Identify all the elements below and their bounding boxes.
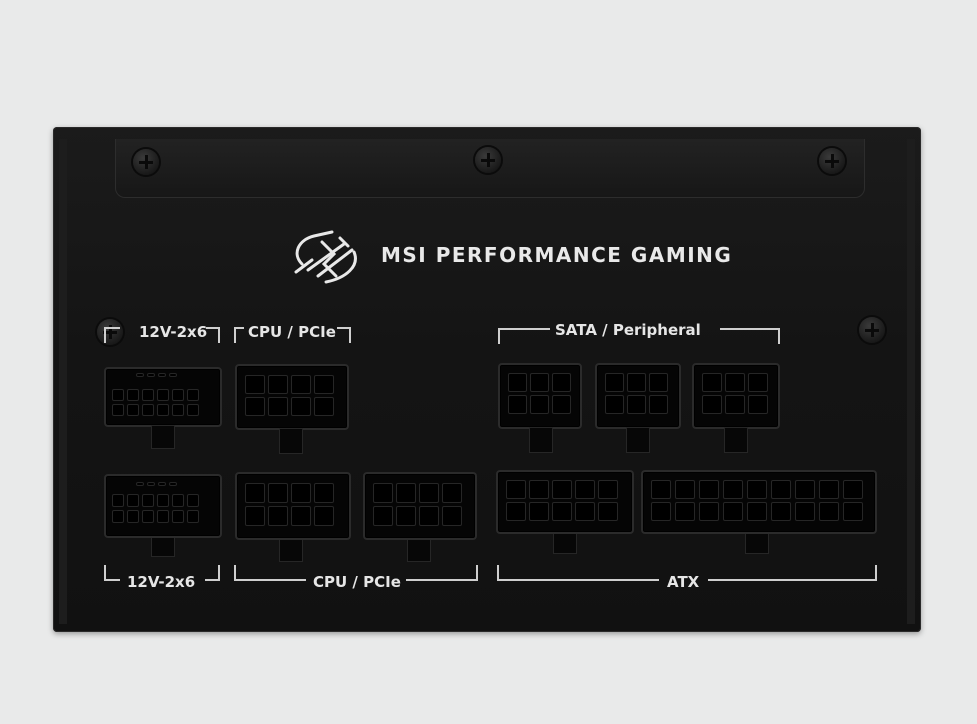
screw-icon	[133, 149, 159, 175]
bracket-atx-r	[708, 565, 877, 581]
side-rail-right	[907, 139, 915, 624]
msi-logo-icon	[294, 230, 357, 284]
connector-latch	[529, 427, 553, 453]
connector-latch	[553, 532, 577, 554]
screw-icon	[819, 148, 845, 174]
connector-cpu-pcie-bottom-2	[363, 472, 477, 540]
connector-cpu-pcie-top	[235, 364, 349, 430]
connector-cpu-pcie-bottom-1	[235, 472, 351, 540]
brand-text: MSI PERFORMANCE GAMING	[381, 243, 733, 267]
bracket-cpu-bottom-r	[406, 565, 478, 581]
bracket-sata-r	[720, 328, 780, 344]
connector-latch	[724, 427, 748, 453]
bracket-12v-bottom-r	[205, 565, 220, 581]
screw-icon	[859, 317, 885, 343]
connector-latch	[626, 427, 650, 453]
bracket-12v-bottom-l	[104, 565, 120, 581]
connector-latch	[745, 532, 769, 554]
label-sata-peripheral: SATA / Peripheral	[555, 321, 701, 339]
bracket-atx-l	[497, 565, 659, 581]
bracket-12v-top	[104, 327, 120, 343]
connector-sata-3	[692, 363, 780, 429]
bracket-cpu-bottom-l	[234, 565, 306, 581]
side-rail-left	[59, 139, 67, 624]
connector-latch	[151, 425, 175, 449]
bracket-sata-l	[498, 328, 550, 344]
connector-latch	[279, 428, 303, 454]
connector-atx-10pin	[496, 470, 634, 534]
connector-sata-1	[498, 363, 582, 429]
bracket-cpu-top-r	[337, 327, 351, 343]
label-cpu-pcie-bottom: CPU / PCIe	[313, 573, 401, 591]
connector-12v-2x6-bottom	[104, 474, 222, 538]
label-atx: ATX	[667, 573, 700, 591]
label-12v-2x6-top: 12V-2x6	[139, 323, 208, 341]
connector-sata-2	[595, 363, 681, 429]
bracket-cpu-top-l	[234, 327, 244, 343]
label-12v-2x6-bottom: 12V-2x6	[127, 573, 196, 591]
bracket-12v-top-r	[206, 327, 220, 343]
connector-12v-2x6-top	[104, 367, 222, 427]
screw-icon	[475, 147, 501, 173]
screw-icon	[97, 319, 123, 345]
connector-atx-18pin	[641, 470, 877, 534]
label-cpu-pcie-top: CPU / PCIe	[248, 323, 336, 341]
